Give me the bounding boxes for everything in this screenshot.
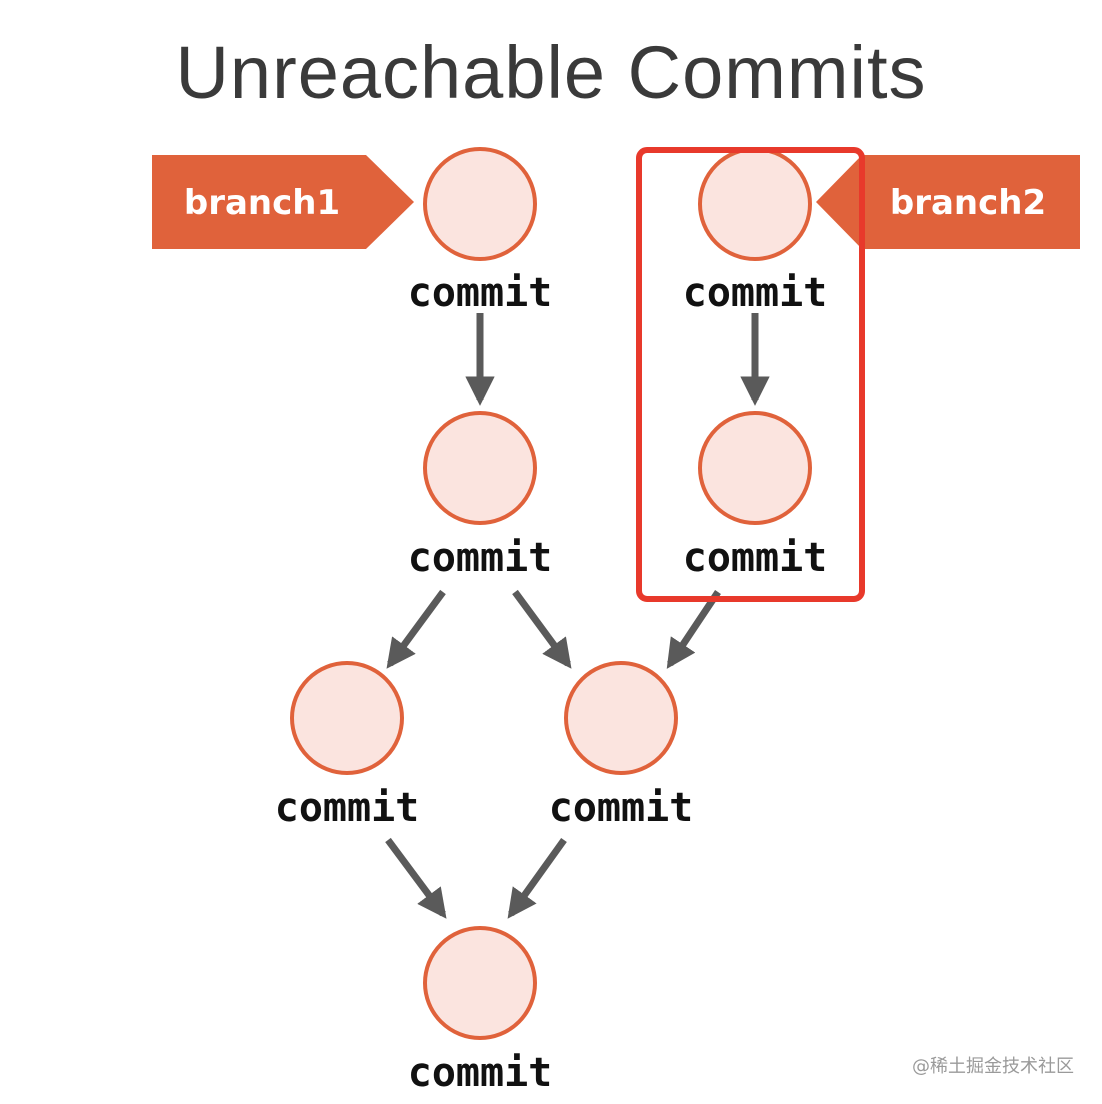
branch2-pointer: branch2: [816, 155, 1080, 249]
commit-label: commit: [408, 1050, 553, 1096]
slide-title: Unreachable Commits: [175, 31, 927, 114]
commit-node-b2-top: [698, 147, 812, 261]
arrow-mid-to-left: [386, 589, 446, 669]
branch2-label: branch2: [890, 183, 1046, 223]
commit-label: commit: [408, 270, 553, 316]
arrows: [385, 313, 770, 919]
commit-label: commit: [408, 535, 553, 581]
arrow-mid-to-right: [512, 589, 572, 669]
commit-node-left: [290, 661, 404, 775]
commit-node-b2-mid: [698, 411, 812, 525]
watermark: @稀土掘金技术社区: [912, 1056, 1074, 1077]
branch1-pointer: branch1: [152, 155, 414, 249]
arrow-left-to-bottom: [385, 837, 447, 919]
commit-node-b1-top: [423, 147, 537, 261]
arrow-right-to-bottom: [507, 837, 567, 919]
unreachable-highlight-box: [636, 147, 865, 602]
commit-node-mid: [423, 411, 537, 525]
commit-node-right: [564, 661, 678, 775]
commit-label: commit: [683, 535, 828, 581]
branch1-tag-shape: [152, 155, 414, 249]
commit-node-bottom: [423, 926, 537, 1040]
branch2-tag-shape: [816, 155, 1080, 249]
branch1-label: branch1: [184, 183, 340, 223]
commit-label: commit: [549, 785, 694, 831]
commit-labels: commit commit commit commit commit commi…: [275, 270, 828, 1096]
commit-nodes: [290, 147, 812, 1040]
arrow-b2-to-right: [666, 590, 721, 669]
commit-label: commit: [275, 785, 420, 831]
commit-label: commit: [683, 270, 828, 316]
